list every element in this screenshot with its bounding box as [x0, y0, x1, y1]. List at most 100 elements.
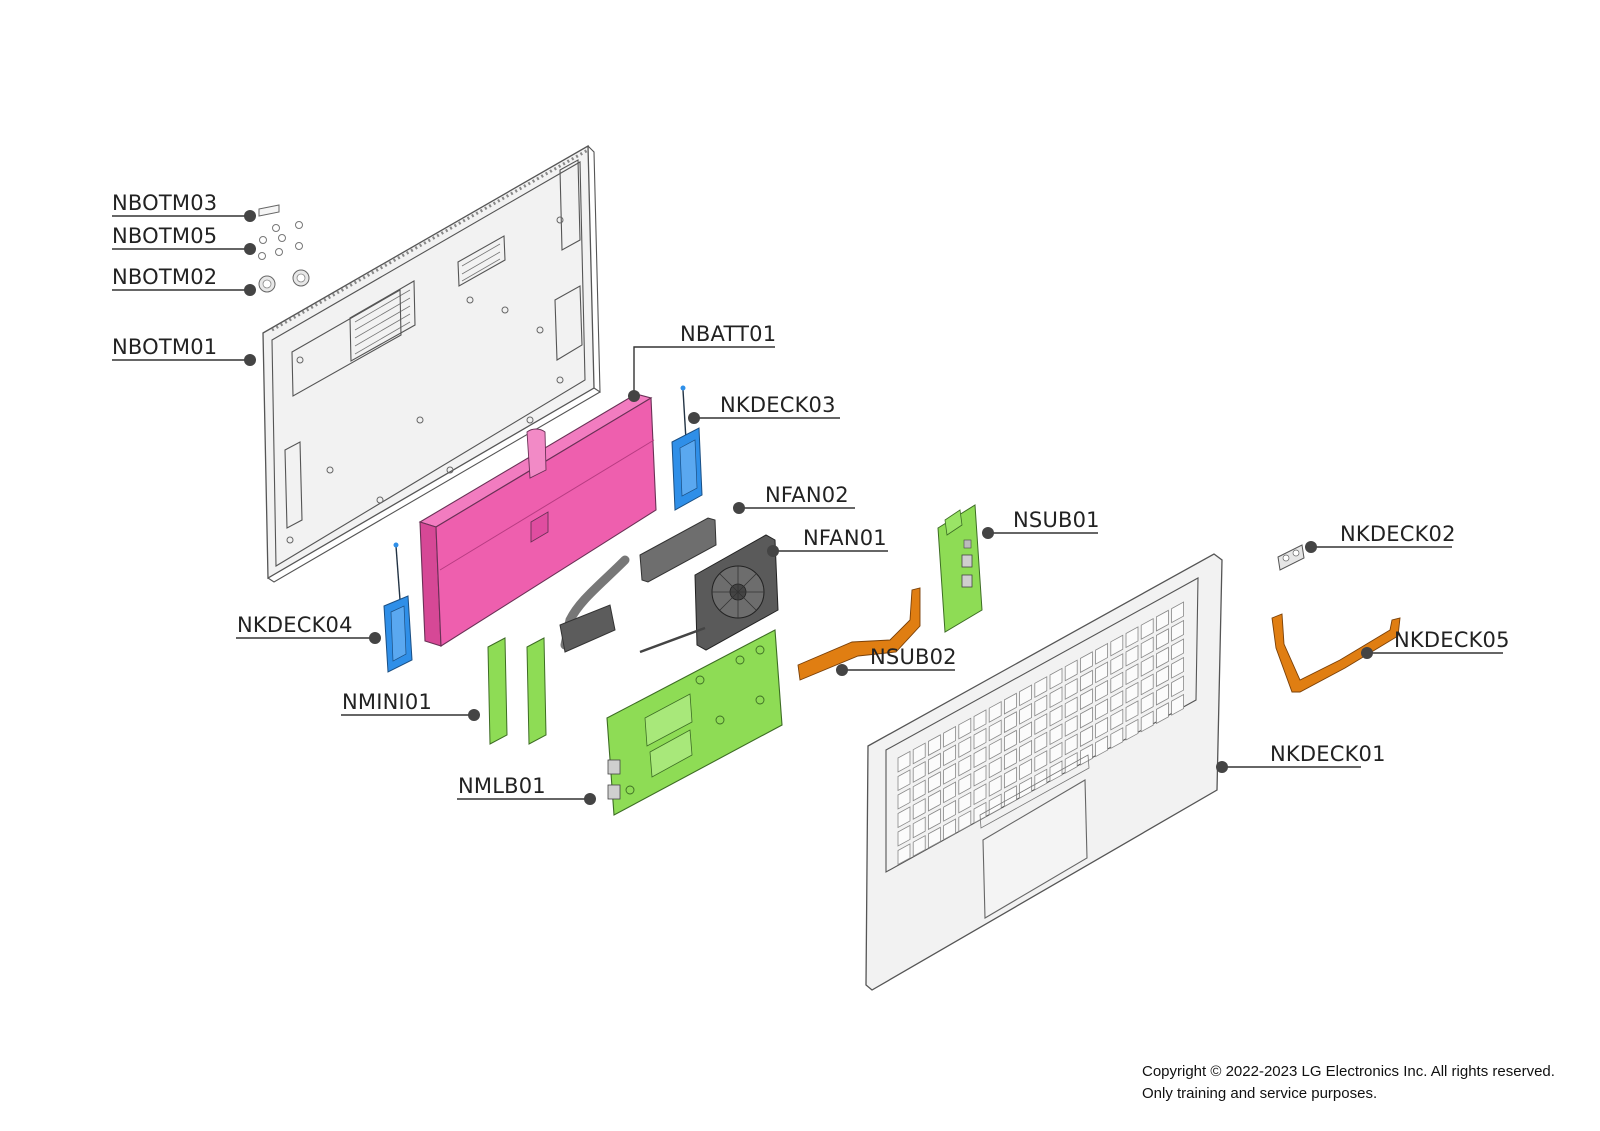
label-nkdeck03: NKDECK03: [720, 393, 836, 417]
keycap: [1156, 665, 1169, 688]
keycap: [958, 810, 972, 832]
keycap: [973, 783, 987, 806]
leader-dot-nbotm01: [244, 354, 256, 366]
speaker-left-part: [383, 542, 413, 673]
label-nbotm03: NBOTM03: [112, 191, 217, 215]
bottom-case-part: [262, 144, 601, 583]
keycap: [1125, 718, 1139, 741]
keycap: [1125, 681, 1139, 704]
keycap: [1125, 663, 1139, 686]
label-nkdeck01: NKDECK01: [1270, 742, 1386, 766]
keycap: [1080, 651, 1093, 674]
leader-dot-nmini01: [468, 709, 480, 721]
rubber-feet-part: [258, 269, 310, 293]
keycap: [1004, 748, 1017, 771]
keycap: [1156, 609, 1169, 632]
label-nmini01: NMINI01: [342, 690, 432, 714]
memory-module-1-part: [487, 637, 508, 745]
keycap: [1171, 675, 1184, 698]
keycap: [988, 719, 1002, 742]
keycap: [1019, 702, 1032, 725]
keycap: [1110, 727, 1124, 749]
keycap: [1004, 692, 1017, 715]
keycap: [1064, 733, 1078, 756]
label-nbotm05: NBOTM05: [112, 224, 217, 248]
keycap: [1171, 693, 1184, 716]
leader-dot-nfan02: [733, 502, 745, 514]
keycap: [1034, 713, 1048, 735]
rubber-foot-strip-part: [258, 204, 280, 217]
keyboard-flex-cable-part: [1271, 613, 1401, 693]
keycap: [912, 816, 926, 839]
keycap: [1140, 710, 1154, 733]
keyboard-deck-part: [865, 553, 1223, 991]
keycap: [1171, 619, 1184, 642]
keycap: [897, 787, 911, 810]
label-nkdeck04: NKDECK04: [237, 613, 353, 637]
label-nbatt01: NBATT01: [680, 322, 776, 346]
keycap: [1004, 711, 1017, 734]
keycap: [958, 736, 972, 758]
keycap: [973, 801, 987, 824]
copyright-line: Copyright © 2022-2023 LG Electronics Inc…: [1142, 1063, 1555, 1080]
keycap: [1019, 758, 1032, 781]
part-labels: NBOTM03 NBOTM05 NBOTM02 NBOTM01 NBATT01 …: [112, 191, 1509, 798]
keycap: [1064, 677, 1078, 700]
leader-dot-nkdeck01: [1216, 761, 1228, 773]
keycap: [1049, 760, 1063, 783]
keycap: [1171, 601, 1184, 624]
keycap: [1095, 698, 1108, 721]
keycap: [928, 734, 941, 757]
keycap: [1156, 683, 1169, 706]
keycap: [1034, 768, 1048, 791]
keycap: [943, 799, 956, 822]
sub-flex-cable-part: [797, 587, 921, 681]
keycap: [1171, 656, 1184, 679]
keycap: [943, 725, 956, 748]
keycap: [1125, 626, 1139, 649]
keycap: [1080, 743, 1093, 766]
keycap: [1004, 729, 1017, 752]
keycap: [1049, 723, 1063, 746]
keycap: [1095, 716, 1108, 739]
keycap: [912, 797, 926, 820]
keyboard-keys: [897, 601, 1184, 866]
keycap: [1140, 654, 1154, 677]
keycap: [1125, 644, 1139, 667]
label-nkdeck02: NKDECK02: [1340, 522, 1456, 546]
label-nsub01: NSUB01: [1013, 508, 1100, 532]
keycap: [1080, 669, 1093, 692]
label-nfan02: NFAN02: [765, 483, 849, 507]
keycap: [1049, 741, 1063, 764]
keycap: [897, 806, 911, 829]
keycap: [912, 834, 926, 857]
keycap: [973, 709, 987, 732]
keycap: [897, 750, 911, 773]
keycap: [1080, 688, 1093, 711]
battery-part: [418, 393, 657, 647]
keycap: [1110, 634, 1124, 657]
keycap: [943, 818, 956, 841]
keycap: [1064, 751, 1078, 774]
keycap: [1095, 679, 1108, 702]
keycap: [1049, 686, 1063, 709]
keycap: [1064, 659, 1078, 682]
main-board-part: [606, 629, 783, 816]
screw-caps-part: [258, 221, 303, 260]
keycap: [1110, 690, 1124, 712]
keycap: [1049, 704, 1063, 727]
memory-module-2-part: [526, 637, 547, 745]
leader-dot-nkdeck02: [1305, 541, 1317, 553]
fan-part: [639, 534, 779, 654]
label-nbotm02: NBOTM02: [112, 265, 217, 289]
leader-dot-nkdeck05: [1361, 647, 1373, 659]
keycap: [928, 771, 941, 794]
leader-dot-nbotm03: [244, 210, 256, 222]
keycap: [1140, 617, 1154, 640]
keycap: [958, 754, 972, 777]
leader-dot-nsub01: [982, 527, 994, 539]
keycap: [897, 843, 911, 866]
keycap: [1110, 708, 1124, 731]
leader-dot-nbotm05: [244, 243, 256, 255]
